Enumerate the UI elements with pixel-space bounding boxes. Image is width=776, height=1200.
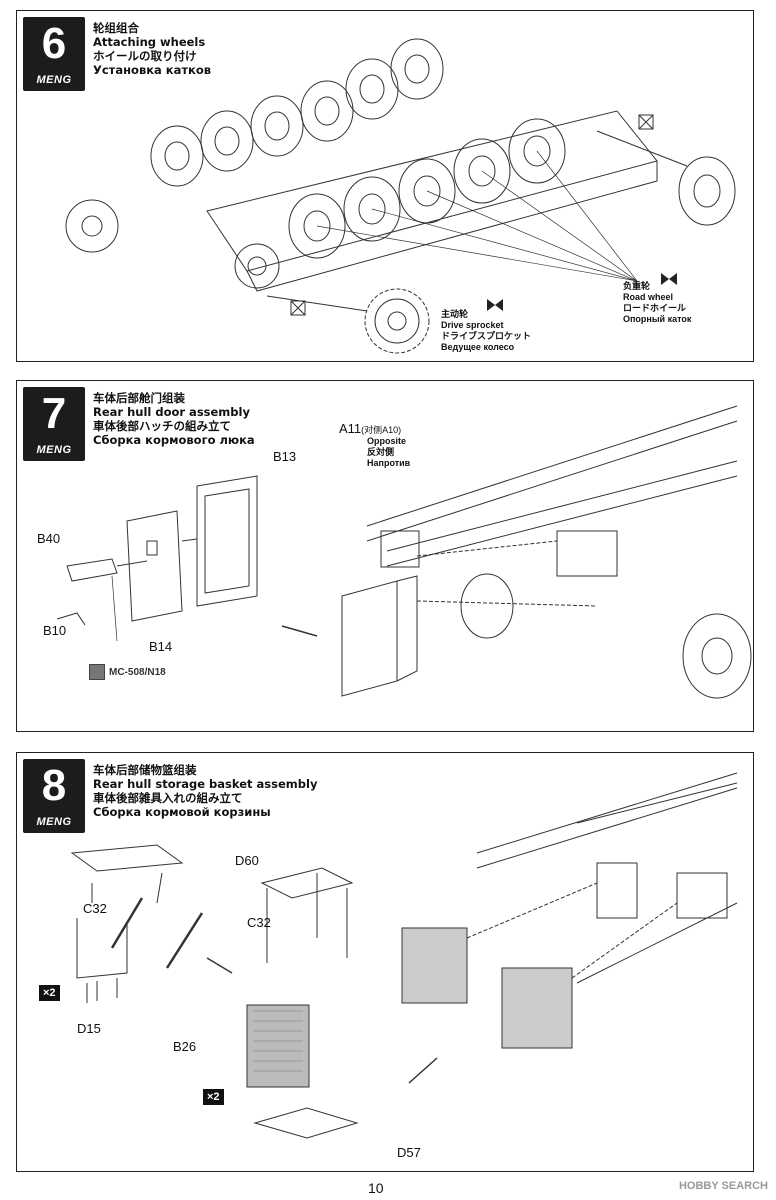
- brand-logo: MENG: [36, 816, 72, 828]
- part-label-c32-b: C32: [247, 915, 271, 930]
- part-label-b14: B14: [149, 639, 173, 654]
- step-8-panel: 8 MENG 车体后部储物篮组装 Rear hull storage baske…: [16, 752, 754, 1172]
- title-ru: Сборка кормовой корзины: [93, 805, 271, 819]
- part-label-b10: B10: [43, 623, 67, 638]
- title-ja: 車体後部ハッチの組み立て: [93, 419, 231, 433]
- part-label-c32-a: C32: [83, 901, 107, 916]
- step-6-panel: 6 MENG 轮组组合 Attaching wheels ホイールの取り付け У…: [16, 10, 754, 362]
- step-badge: 7 MENG: [23, 387, 85, 461]
- title-en: Rear hull storage basket assembly: [93, 777, 318, 791]
- quantity-badge: ×2: [203, 1089, 224, 1105]
- drive-sprocket-callout: 主动轮 Drive sprocket ドライブスプロケット Ведущее ко…: [441, 309, 532, 352]
- part-label-b40: B40: [37, 531, 61, 546]
- step-title: 车体后部储物篮组装 Rear hull storage basket assem…: [93, 763, 317, 819]
- page-number: 10: [368, 1180, 384, 1196]
- title-zh: 轮组组合: [93, 21, 139, 35]
- step-number: 6: [41, 19, 67, 68]
- rear-door-drawing: [56, 405, 752, 699]
- storage-basket-drawing: [70, 772, 738, 1139]
- paint-code: MC-508/N18: [109, 667, 166, 678]
- step-number: 7: [41, 389, 67, 438]
- step-7-panel: 7 MENG 车体后部舱门组装 Rear hull door assembly …: [16, 380, 754, 732]
- road-wheel-callout: 负重轮 Road wheel ロードホイール Опорный каток: [623, 281, 692, 324]
- step-number: 8: [41, 761, 67, 810]
- part-label-d15: D15: [77, 1021, 101, 1036]
- title-ru: Сборка кормового люка: [93, 433, 255, 447]
- step-title: 轮组组合 Attaching wheels ホイールの取り付け Установк…: [93, 21, 211, 77]
- brand-logo: MENG: [36, 74, 72, 86]
- title-ru: Установка катков: [93, 63, 212, 77]
- title-zh: 车体后部舱门组装: [93, 391, 185, 405]
- part-label-b13: B13: [273, 449, 297, 464]
- title-en: Rear hull door assembly: [93, 405, 250, 419]
- title-ja: 車体後部雑具入れの組み立て: [93, 791, 243, 805]
- quantity-badge: ×2: [39, 985, 60, 1001]
- part-label-d57: D57: [397, 1145, 421, 1160]
- part-label-d60: D60: [235, 853, 259, 868]
- title-zh: 车体后部储物篮组装: [93, 763, 197, 777]
- paint-chip-icon: [89, 664, 105, 680]
- step-badge: 8 MENG: [23, 759, 85, 833]
- part-label-b26: B26: [173, 1039, 197, 1054]
- title-en: Attaching wheels: [93, 35, 206, 49]
- brand-logo: MENG: [36, 444, 72, 456]
- wheel-assembly-drawing: [65, 38, 736, 354]
- watermark: HOBBY SEARCH: [678, 1180, 768, 1192]
- step-title: 车体后部舱门组装 Rear hull door assembly 車体後部ハッチ…: [93, 391, 255, 447]
- opposite-callout: A11(对侧A10) Opposite 反対側 Напротив: [339, 421, 411, 468]
- title-ja: ホイールの取り付け: [93, 49, 197, 63]
- step-badge: 6 MENG: [23, 17, 85, 91]
